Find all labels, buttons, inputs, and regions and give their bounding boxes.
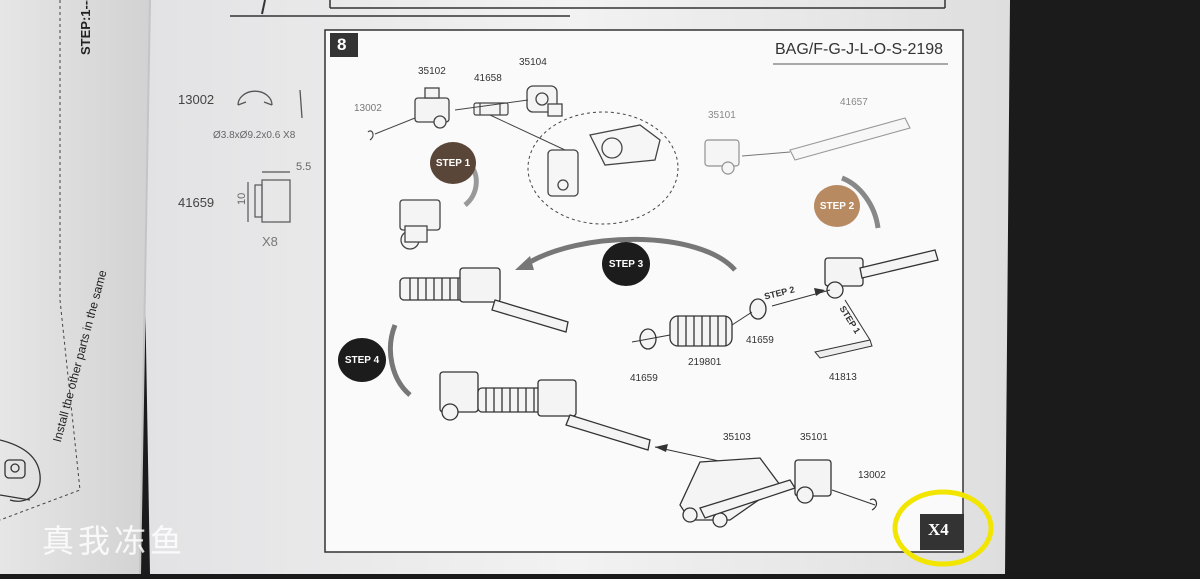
detail-callout	[527, 111, 679, 225]
watermark-text: 真我冻鱼	[42, 522, 187, 560]
label-13002-top: 13002	[354, 103, 382, 114]
label-35101-bottom: 35101	[800, 432, 828, 443]
multiplier-box	[920, 514, 964, 550]
multiplier-label: X4	[928, 520, 949, 539]
step2-badge: STEP 2	[814, 185, 860, 227]
side-step-label: STEP:1---2---	[78, 0, 93, 55]
e-clip-13002-icon	[237, 89, 303, 119]
step3-badge: STEP 3	[602, 242, 650, 286]
label-41813: 41813	[829, 372, 857, 383]
label-13002-bottom: 13002	[858, 470, 886, 481]
boot-219801-icon	[669, 315, 733, 347]
joint-35104-icon	[526, 85, 563, 117]
part-code-41659: 41659	[178, 195, 215, 210]
left-page-part-sketch	[0, 439, 41, 502]
final-steering-assembly-icon	[439, 371, 651, 451]
part-dim-height: 10	[236, 192, 248, 205]
part-qty-41659: X8	[262, 234, 278, 249]
label-35103: 35103	[723, 432, 751, 443]
step4-badge: STEP 4	[338, 338, 386, 382]
e-clip-bottom-icon	[869, 498, 878, 511]
part-dim-width: 5.5	[296, 161, 312, 173]
steering-assembly-mid-icon	[399, 267, 569, 333]
link-35102-icon	[414, 87, 450, 129]
step3-arc-arrow	[523, 236, 737, 272]
bushing-41659-icon	[247, 171, 291, 223]
label-35102: 35102	[418, 66, 446, 77]
bag-code: BAG/F-G-J-L-O-S-2198	[775, 41, 944, 58]
assembled-link-step1-icon	[399, 199, 441, 250]
arm-35103-icon	[679, 457, 796, 528]
panel-number: 8	[337, 35, 347, 54]
label-41658: 41658	[474, 73, 502, 84]
label-41659-b: 41659	[746, 335, 774, 346]
highlight-circle	[892, 489, 994, 567]
shaft-41657-icon	[789, 117, 911, 161]
link-step2-right-icon	[824, 249, 939, 299]
label-219801: 219801	[688, 357, 722, 368]
link-35101-bottom-icon	[794, 459, 832, 504]
link-35101-top-icon	[704, 139, 740, 175]
part-spec-13002: Ø3.8xØ9.2x0.6 X8	[213, 130, 296, 141]
panel-number-box	[330, 33, 358, 57]
step1-badge: STEP 1	[430, 142, 476, 184]
label-41657: 41657	[840, 97, 868, 108]
label-35104: 35104	[519, 57, 547, 68]
label-41659-a: 41659	[630, 373, 658, 384]
part-code-13002: 13002	[178, 92, 215, 107]
joint-detail-icon	[547, 124, 661, 197]
left-page	[0, 0, 150, 574]
pin-41813-icon	[814, 339, 873, 359]
label-35101-top: 35101	[708, 110, 736, 121]
e-clip-icon	[367, 130, 374, 141]
